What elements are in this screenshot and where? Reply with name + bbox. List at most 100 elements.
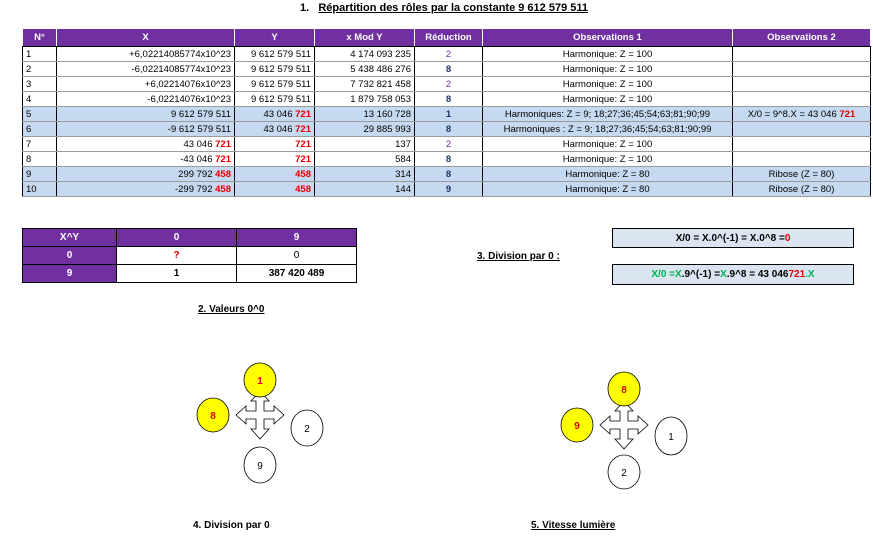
- arrows-cross-icon: [599, 400, 649, 450]
- cell-y-text: 43 046: [263, 123, 296, 135]
- cell-y-text: 721: [295, 108, 311, 120]
- cell-x-text: 721: [215, 153, 231, 165]
- cell-obs2: Ribose (Z = 80): [732, 166, 871, 182]
- cell-obs2: [732, 121, 871, 137]
- cell-obs1-text: Harmonique: Z = 100: [562, 63, 653, 75]
- cell-mod-text: 13 160 728: [363, 108, 411, 120]
- diagram-division-caption: 4. Division par 0: [193, 520, 270, 531]
- header-n: N°: [22, 28, 57, 47]
- cell-obs2-text: Ribose (Z = 80): [768, 168, 835, 180]
- cell-y-text: 458: [295, 168, 311, 180]
- cell-x-text: +6,02214076x10^23: [144, 78, 231, 90]
- cell-obs2-text: Ribose (Z = 80): [768, 183, 835, 195]
- cell-mod: 144: [314, 181, 415, 197]
- cell-n-text: 8: [26, 153, 32, 165]
- cell-obs1: Harmonique: Z = 80: [482, 166, 733, 182]
- cell-obs1-text: Harmoniques: Z = 9; 18;27;36;45;54;63;81…: [504, 108, 711, 120]
- cell-n: 5: [22, 106, 57, 122]
- cell-y: 43 046 721: [234, 121, 315, 137]
- cell-mod-text: 4 174 093 235: [350, 48, 411, 60]
- cell-obs1-text: Harmonique: Z = 100: [562, 93, 653, 105]
- eq2-721: 721: [788, 269, 806, 280]
- cell-reduction-text: 8: [445, 93, 452, 105]
- cell-mod-text: 5 438 486 276: [350, 63, 411, 75]
- node-top-label: 8: [621, 385, 627, 396]
- node-top-label: 1: [257, 376, 263, 387]
- eq2-p7: .X: [805, 269, 815, 280]
- arrows-cross-icon: [235, 390, 285, 440]
- cell-n-text: 4: [26, 93, 32, 105]
- cell-y: 43 046 721: [234, 106, 315, 122]
- cell-x-text: 299 792: [178, 168, 216, 180]
- cell-obs1: Harmoniques: Z = 9; 18;27;36;45;54;63;81…: [482, 106, 733, 122]
- title-number: 1.: [300, 2, 310, 14]
- node-right-label: 1: [668, 432, 674, 443]
- eq1-result: 0: [784, 232, 791, 244]
- diagram-division: 1 8 2 9: [196, 362, 324, 484]
- node-left-label: 9: [574, 421, 580, 432]
- cell-reduction-text: 2: [445, 138, 452, 150]
- node-left: [196, 397, 230, 433]
- cell-x-text: -299 792: [174, 183, 216, 195]
- eq2-x1: X: [675, 269, 682, 280]
- cell-mod-text: 137: [395, 138, 411, 150]
- cell-obs2: [732, 151, 871, 167]
- cell-x: -299 792 458: [56, 181, 235, 197]
- cell-x: -9 612 579 511: [56, 121, 235, 137]
- cell-n-text: 5: [26, 108, 32, 120]
- division-eq1: X/0 = X.0^(-1) = X.0^8 = 0: [612, 228, 854, 248]
- cell-mod-text: 29 885 993: [363, 123, 411, 135]
- cell-obs1: Harmoniques : Z = 9; 18;27;36;45;54;63;8…: [482, 121, 733, 137]
- cell-obs1-text: Harmonique: Z = 80: [565, 183, 650, 195]
- cell-mod-text: 584: [395, 153, 411, 165]
- cell-obs1-text: Harmonique: Z = 100: [562, 78, 653, 90]
- cell-reduction-text: 1: [445, 108, 452, 120]
- cell-reduction: 9: [414, 181, 483, 197]
- cell-x-text: 458: [215, 168, 231, 180]
- header-mod: x Mod Y: [314, 28, 415, 47]
- power-table: X^Y 0 9 0 ? 0 9 1 387 420 489: [22, 228, 357, 283]
- cell-obs1-text: Harmoniques : Z = 9; 18;27;36;45;54;63;8…: [503, 123, 712, 135]
- power-caption: 2. Valeurs 0^0: [198, 304, 265, 315]
- cell-y: 458: [234, 166, 315, 182]
- cell-obs1-text: Harmonique: Z = 100: [562, 48, 653, 60]
- cell-x-text: -43 046: [180, 153, 216, 165]
- node-right: [290, 409, 324, 447]
- cell-obs2: [732, 46, 871, 62]
- eq2-x2: X: [720, 269, 727, 280]
- power-col-0: 0: [116, 228, 237, 247]
- cell-mod-text: 7 732 821 458: [350, 78, 411, 90]
- cell-x-text: 458: [215, 183, 231, 195]
- node-bottom-label: 9: [257, 461, 263, 472]
- cell-n-text: 7: [26, 138, 32, 150]
- cell-obs1-text: Harmonique: Z = 80: [565, 168, 650, 180]
- cell-n-text: 2: [26, 63, 32, 75]
- cell-reduction-text: 2: [445, 48, 452, 60]
- header-obs2: Observations 2: [732, 28, 871, 47]
- cell-reduction-text: 8: [445, 153, 452, 165]
- cell-y-text: 721: [295, 153, 311, 165]
- cell-obs2: [732, 76, 871, 92]
- cell-reduction: 1: [414, 106, 483, 122]
- cell-obs2: X/0 = 9^8.X = 43 046 721: [732, 106, 871, 122]
- cell-y-text: 721: [295, 138, 311, 150]
- power-cell-9-9: 387 420 489: [236, 264, 357, 283]
- cell-mod: 13 160 728: [314, 106, 415, 122]
- eq1-text: X/0 = X.0^(-1) = X.0^8 =: [675, 232, 785, 244]
- cell-obs2: [732, 136, 871, 152]
- cell-x-text: -9 612 579 511: [167, 123, 231, 135]
- roles-table: N° X Y x Mod Y Réduction Observations 1 …: [22, 28, 871, 197]
- cell-reduction-text: 8: [445, 123, 452, 135]
- cell-y-text: 458: [295, 183, 311, 195]
- eq2-p1: X/0 =: [651, 269, 676, 280]
- node-left-label: 8: [210, 411, 216, 422]
